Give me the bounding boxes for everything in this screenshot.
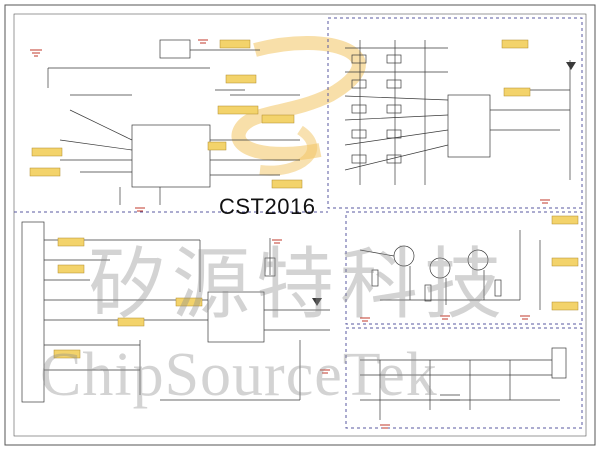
watermark-chinese: 矽源特科技 [88, 240, 509, 330]
watermark-english: ChipSourceTek [40, 341, 438, 409]
switch-matrix [344, 40, 449, 185]
inner-frame [13, 13, 587, 437]
ic-secondary [207, 291, 265, 343]
outer-frame [4, 4, 596, 446]
transistor-q3 [467, 249, 489, 271]
connector-header [21, 221, 45, 403]
overlay-title: CST2016 [219, 194, 316, 219]
ground-symbols [30, 39, 550, 429]
led-indicators [312, 62, 576, 306]
logo-swirl [231, 35, 366, 161]
ic-main [131, 124, 211, 188]
power-connector [551, 347, 567, 379]
transistor-q1 [393, 245, 415, 267]
net-labels [29, 39, 579, 359]
transistor-q2 [429, 257, 451, 279]
logo-swirl-2 [259, 125, 318, 176]
ic-keypad-encoder [447, 94, 491, 158]
section-boxes [327, 17, 583, 429]
